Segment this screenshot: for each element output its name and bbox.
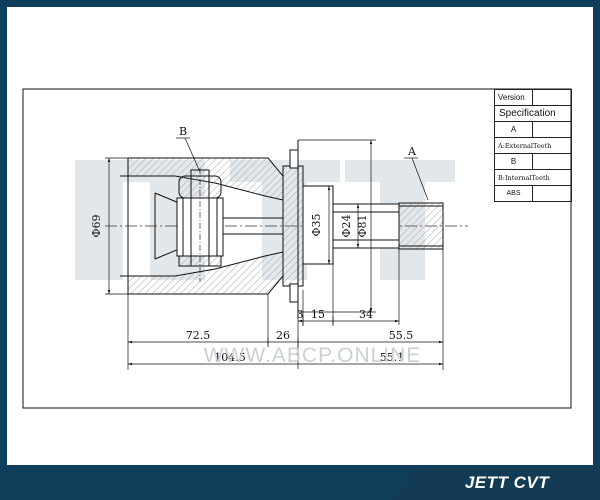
dim-104-5: 104.5 xyxy=(214,351,246,364)
housing xyxy=(120,157,284,295)
dim-stem-dia-24: Φ24 xyxy=(340,214,353,237)
callout-a: A xyxy=(407,145,417,158)
spec-row-label: B:InternalTeeth xyxy=(494,169,572,186)
flange xyxy=(282,140,304,316)
dim-stem-dia-81: Φ81 xyxy=(356,214,369,237)
spec-row-value xyxy=(532,185,572,202)
drawing-border xyxy=(22,88,572,409)
dim-outer-housing-dia: Φ69 xyxy=(90,214,103,237)
spec-row-value xyxy=(532,121,572,138)
callout-b: B xyxy=(179,125,187,138)
spec-row-label: A:ExternalTeeth xyxy=(494,137,572,154)
footer-title: JETT CVT xyxy=(464,473,550,492)
dim-34: 34 xyxy=(359,308,373,321)
spec-row-specification: Specification xyxy=(494,105,572,122)
dim-72-5: 72.5 xyxy=(186,329,211,342)
spec-table: Version Specification A A:ExternalTeeth … xyxy=(494,89,572,202)
dim-3: 3 xyxy=(297,308,304,321)
version-label: Version xyxy=(494,89,533,106)
spec-row-a: A xyxy=(494,121,572,138)
dimension-lines xyxy=(105,137,444,370)
dim-stem-dia-35: Φ35 xyxy=(310,213,323,236)
spec-row-value xyxy=(532,153,572,170)
spec-row-a-external: A:ExternalTeeth xyxy=(494,137,572,154)
spec-row-label: A xyxy=(494,121,533,138)
spec-row-b: B xyxy=(494,153,572,170)
footer-banner xyxy=(0,465,600,500)
watermark-text: WWW.ABCP.ONLINE xyxy=(203,344,422,367)
spec-row-label: B xyxy=(494,153,533,170)
spec-row-abs: ABS xyxy=(494,185,572,202)
dim-55-5: 55.5 xyxy=(389,329,414,342)
dim-55-1: 55.1 xyxy=(380,351,405,364)
dim-15: 15 xyxy=(311,308,325,321)
dim-26: 26 xyxy=(276,329,290,342)
spec-row-b-internal: B:InternalTeeth xyxy=(494,169,572,186)
tripod xyxy=(176,168,224,282)
version-value xyxy=(532,89,572,106)
spec-row-label: ABS xyxy=(494,185,533,202)
specification-label: Specification xyxy=(494,105,572,122)
spec-row-version: Version xyxy=(494,89,572,106)
